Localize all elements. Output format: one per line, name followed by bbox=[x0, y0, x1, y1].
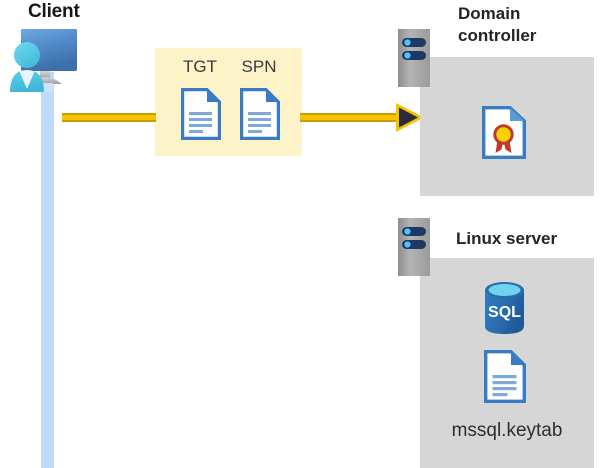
svg-text:SQL: SQL bbox=[488, 304, 521, 321]
domain-controller-title: Domain controller bbox=[458, 3, 536, 47]
domain-controller-title-line2: controller bbox=[458, 26, 537, 45]
tgt-label: TGT bbox=[183, 57, 217, 76]
keytab-document-icon bbox=[484, 350, 526, 403]
tgt-document-icon bbox=[181, 88, 221, 140]
spn-document-icon bbox=[240, 88, 280, 140]
spn-label: SPN bbox=[241, 57, 277, 76]
domain-controller-server-rack-icon bbox=[398, 29, 430, 87]
sql-database-icon: SQL bbox=[481, 281, 528, 335]
linux-server-rack-icon bbox=[398, 218, 430, 276]
linux-server-title: Linux server bbox=[456, 229, 558, 248]
arrow-segment-left bbox=[62, 113, 156, 122]
certificate-icon bbox=[482, 106, 526, 159]
client-user-monitor-icon bbox=[6, 26, 90, 92]
domain-controller-title-line1: Domain bbox=[458, 4, 521, 23]
arrow-segment-right bbox=[300, 113, 404, 122]
client-label: Client bbox=[28, 1, 80, 22]
client-lifeline bbox=[41, 72, 54, 468]
keytab-file-label: mssql.keytab bbox=[451, 420, 563, 441]
right-arrow-icon bbox=[396, 103, 424, 132]
